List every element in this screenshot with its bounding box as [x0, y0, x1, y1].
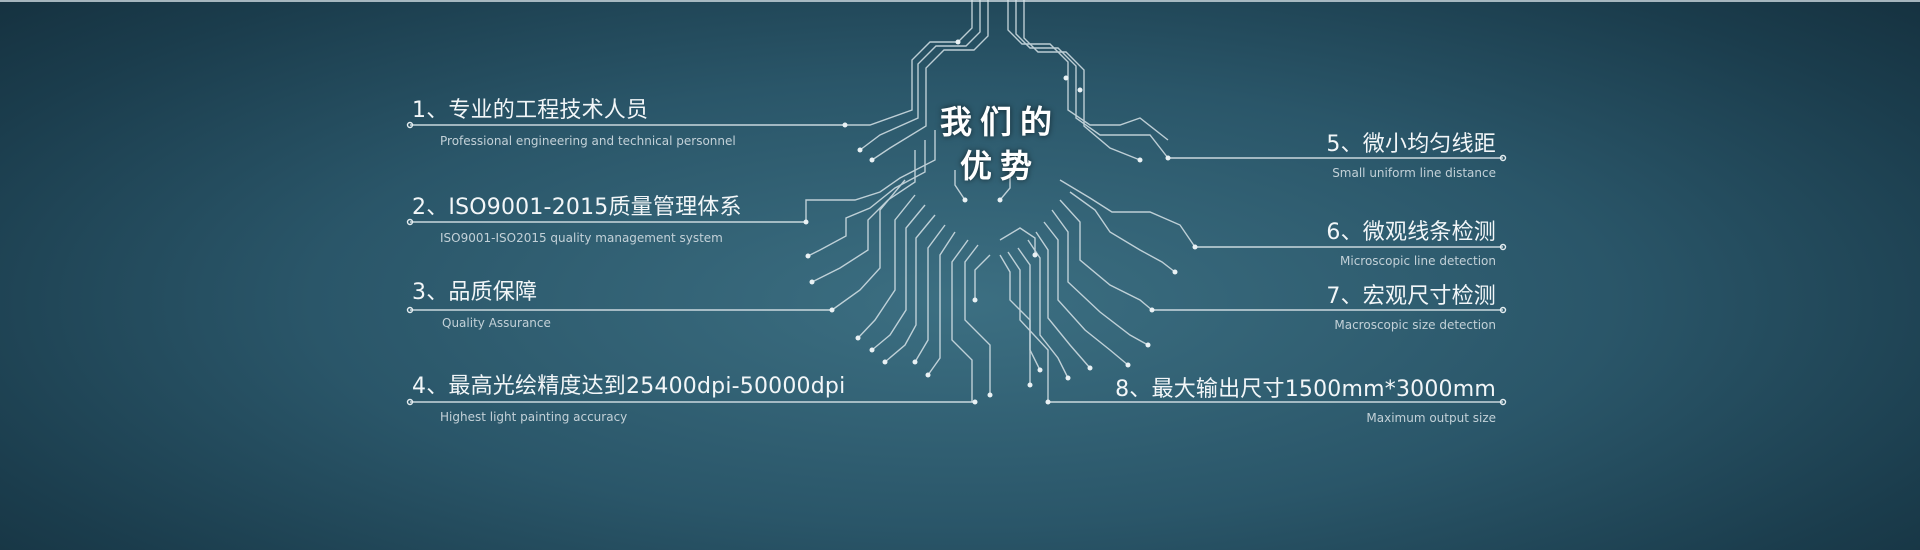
advantage-subtitle-6: Microscopic line detection: [1340, 254, 1496, 268]
advantage-subtitle-5: Small uniform line distance: [1332, 166, 1496, 180]
advantage-item-7: 7、宏观尺寸检测 Macroscopic size detection: [1326, 278, 1496, 332]
advantage-item-5: 5、微小均匀线距 Small uniform line distance: [1326, 126, 1496, 180]
advantage-subtitle-1: Professional engineering and technical p…: [440, 134, 736, 148]
advantage-subtitle-8: Maximum output size: [1366, 411, 1496, 425]
top-border-line: [0, 0, 1920, 2]
advantage-title-3: 3、品质保障: [412, 280, 538, 305]
advantage-title-2: 2、ISO9001-2015质量管理体系: [412, 195, 742, 220]
advantage-item-6: 6、微观线条检测 Microscopic line detection: [1326, 214, 1496, 268]
advantage-title-8: 8、最大输出尺寸1500mm*3000mm: [1115, 377, 1496, 402]
advantage-item-1: 1、专业的工程技术人员 Professional engineering and…: [412, 92, 736, 148]
advantage-subtitle-3: Quality Assurance: [442, 316, 551, 330]
advantages-title-line-1: 我们的: [939, 103, 1060, 141]
advantage-title-1: 1、专业的工程技术人员: [412, 98, 649, 123]
advantage-item-2: 2、ISO9001-2015质量管理体系 ISO9001-ISO2015 qua…: [412, 189, 742, 245]
advantage-title-7: 7、宏观尺寸检测: [1326, 284, 1496, 309]
advantage-title-6: 6、微观线条检测: [1326, 220, 1496, 245]
advantage-subtitle-4: Highest light painting accuracy: [440, 410, 628, 424]
advantage-subtitle-7: Macroscopic size detection: [1334, 318, 1496, 332]
advantage-title-4: 4、最高光绘精度达到25400dpi-50000dpi: [412, 374, 846, 399]
advantage-title-5: 5、微小均匀线距: [1326, 132, 1496, 157]
advantages-title-line-2: 优势: [959, 147, 1040, 185]
advantage-item-3: 3、品质保障 Quality Assurance: [412, 274, 551, 330]
advantages-title: 我们的 优势: [930, 100, 1070, 188]
advantage-subtitle-2: ISO9001-ISO2015 quality management syste…: [440, 231, 723, 245]
advantage-item-8: 8、最大输出尺寸1500mm*3000mm Maximum output siz…: [1115, 371, 1496, 425]
advantage-item-4: 4、最高光绘精度达到25400dpi-50000dpi Highest ligh…: [412, 368, 845, 424]
